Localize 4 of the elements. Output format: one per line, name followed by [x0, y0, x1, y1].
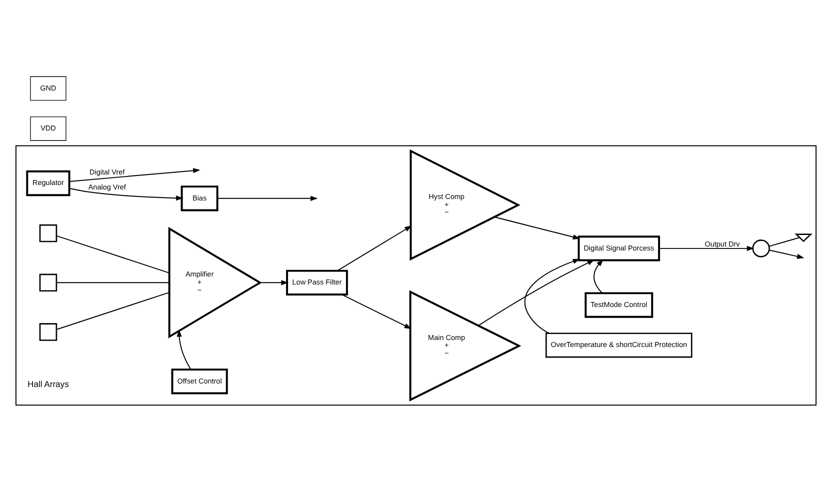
edge-label: Analog Vref [88, 182, 126, 192]
edge-label: Output Drv [704, 238, 740, 248]
edge-label: Digital Vref [90, 167, 125, 176]
label: Hall Arrays [28, 378, 69, 388]
